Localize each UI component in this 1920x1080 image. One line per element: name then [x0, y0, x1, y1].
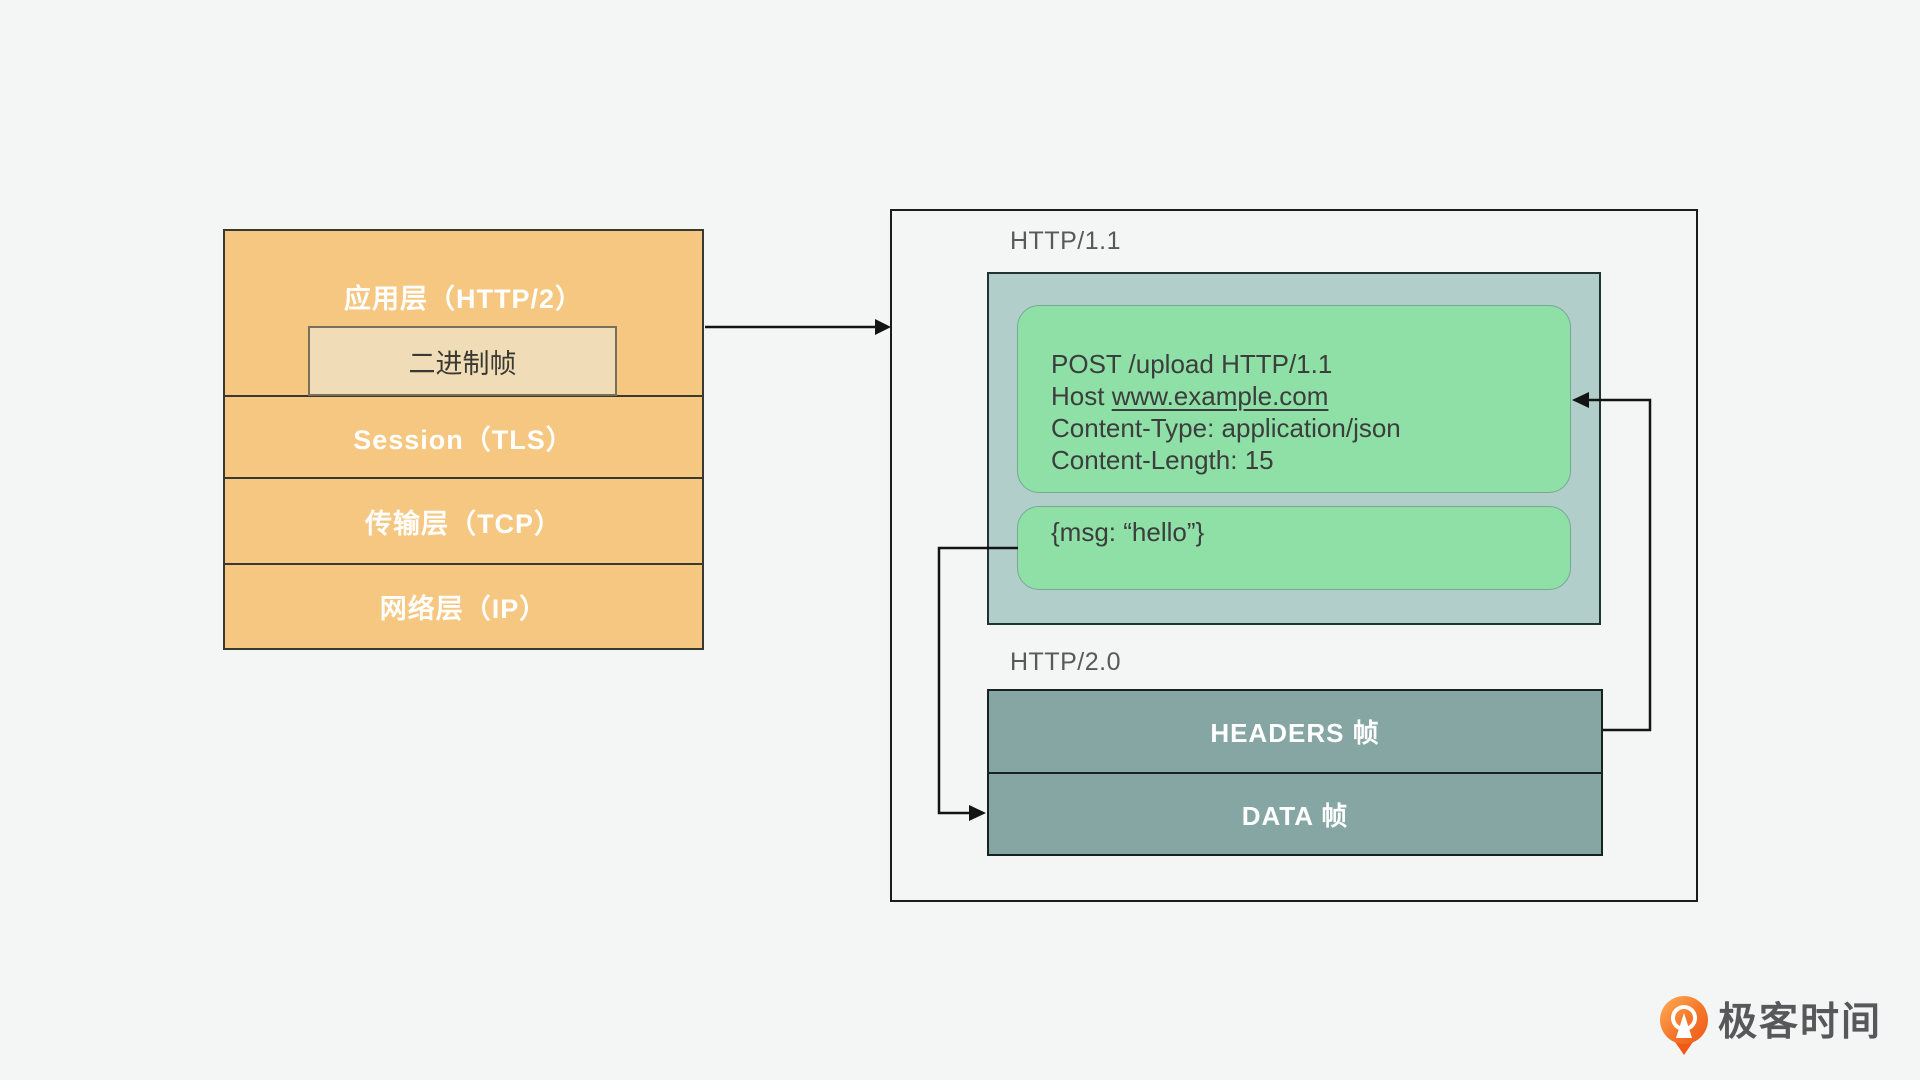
stack-layer-transport: 传输层（TCP）	[225, 477, 702, 563]
stack-layer-network: 网络层（IP）	[225, 563, 702, 648]
http11-request-box: POST /upload HTTP/1.1 Host www.example.c…	[1017, 305, 1571, 493]
transport-layer-label: 传输层（TCP）	[365, 508, 562, 539]
headers-frame-label: HEADERS 帧	[1210, 718, 1380, 748]
session-layer-label: Session（TLS）	[353, 424, 574, 455]
binary-frame-label: 二进制帧	[408, 348, 517, 379]
binary-frame-box: 二进制帧	[308, 326, 617, 396]
body-line: {msg: “hello”}	[1051, 517, 1205, 547]
protocol-stack: 应用层（HTTP/2） 二进制帧 Session（TLS） 传输层（TCP） 网…	[223, 229, 704, 650]
data-frame-bar: DATA 帧	[989, 772, 1601, 854]
host-label: Host	[1051, 381, 1112, 411]
host-value: www.example.com	[1111, 381, 1329, 411]
http11-section-title: HTTP/1.1	[1010, 227, 1121, 255]
stack-layer-session: Session（TLS）	[225, 395, 702, 477]
host-line: Host www.example.com	[1051, 380, 1570, 412]
http2-frames-box: HEADERS 帧 DATA 帧	[987, 689, 1603, 856]
geektime-logo: 极客时间	[1660, 996, 1882, 1057]
data-frame-label: DATA 帧	[1241, 800, 1349, 831]
arrow-stack-to-panel	[705, 319, 891, 335]
content-length-line: Content-Length: 15	[1051, 445, 1274, 475]
request-line: POST /upload HTTP/1.1	[1051, 349, 1333, 379]
geektime-pin-icon	[1660, 996, 1708, 1057]
stack-layer-application: 应用层（HTTP/2） 二进制帧	[225, 231, 702, 396]
application-layer-label: 应用层（HTTP/2）	[343, 284, 583, 314]
http-comparison-panel	[890, 209, 1698, 902]
headers-frame-bar: HEADERS 帧	[989, 691, 1601, 772]
geektime-logo-text: 极客时间	[1718, 1001, 1883, 1044]
network-layer-label: 网络层（IP）	[379, 594, 548, 624]
http2-section-title: HTTP/2.0	[1010, 648, 1121, 676]
http11-body-box: {msg: “hello”}	[1017, 506, 1571, 590]
content-type-line: Content-Type: application/json	[1051, 413, 1401, 443]
